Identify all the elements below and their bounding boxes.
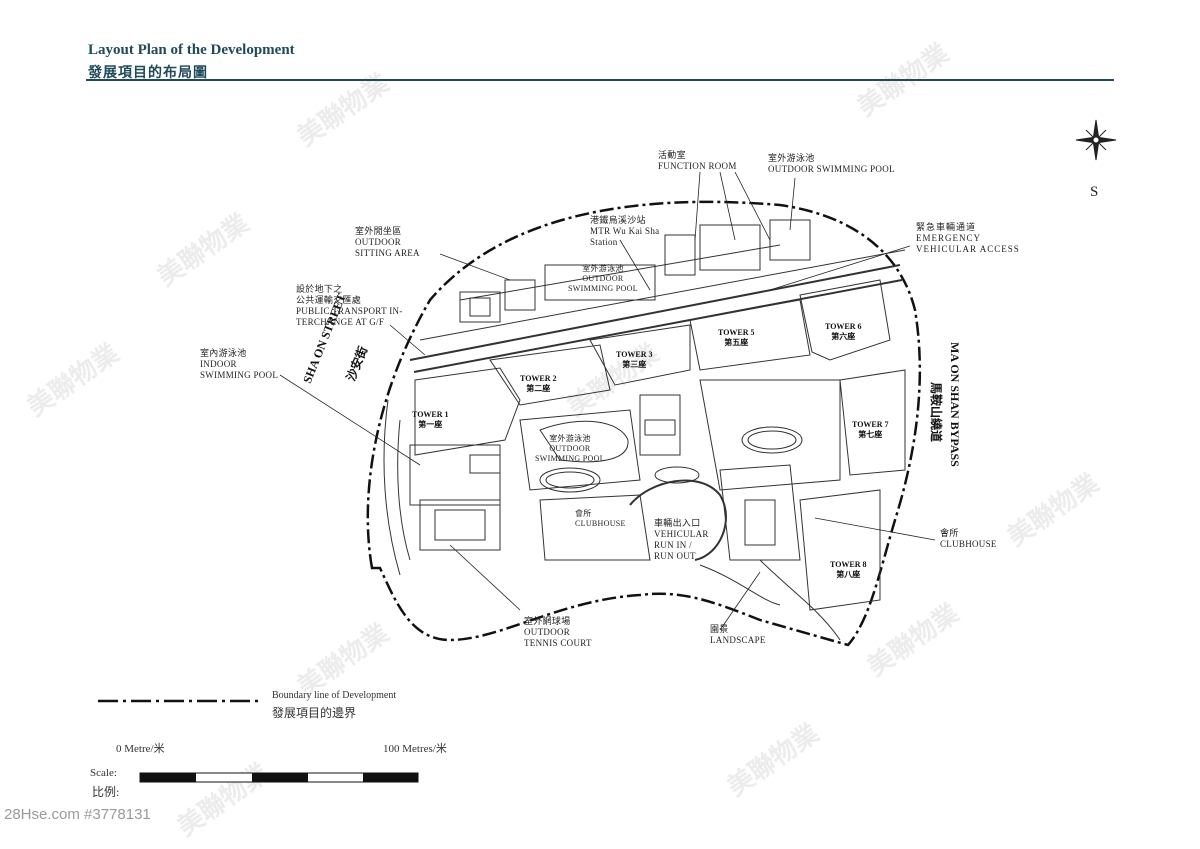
label-landscape: 園景 LANDSCAPE (710, 624, 766, 645)
legend-boundary-label: Boundary line of Development (272, 690, 397, 701)
scale-label-zh: 比例: (92, 785, 120, 799)
page-title-zh: 發展項目的布局圖 (88, 66, 208, 81)
title-divider (86, 79, 1114, 81)
leader-lines (279, 171, 936, 631)
label-function-room: 活動室 FUNCTION ROOM (658, 150, 737, 171)
legend-boundary-label-zh: 發展項目的邊界 (272, 706, 357, 720)
label-inner-pool-center: 室外游泳池 OUTDOOR SWIMMING POOL (535, 434, 605, 463)
site-structures (383, 219, 906, 641)
label-public-transport: 設於地下之 公共運輸交匯處 PUBLIC TRANSPORT IN- TERCH… (296, 284, 403, 327)
compass-direction: S (1090, 184, 1099, 200)
label-emergency-access: 緊急車輛通道 EMERGENCY VEHICULAR ACCESS (916, 222, 1020, 254)
road-ma-on-shan-bypass-zh: 馬鞍山繞道 (929, 382, 943, 443)
compass-icon (1075, 119, 1117, 161)
label-inner-pool-north: 室外游泳池 OUTDOOR SWIMMING POOL (568, 264, 638, 293)
label-clubhouse-right: 會所 CLUBHOUSE (940, 528, 997, 549)
source-footer: 28Hse.com #3778131 (4, 806, 151, 823)
page-title: Layout Plan of the Development (88, 42, 295, 58)
scale-zero-label: 0 Metre/米 (116, 743, 165, 755)
label-outdoor-sitting: 室外閒坐區 OUTDOOR SITTING AREA (355, 226, 420, 258)
label-tennis-court: 室外網球場 OUTDOOR TENNIS COURT (524, 616, 592, 648)
scale-hundred-label: 100 Metres/米 (383, 743, 447, 755)
label-clubhouse-inner: 會所 CLUBHOUSE (575, 509, 626, 528)
label-outdoor-pool-top: 室外游泳池 OUTDOOR SWIMMING POOL (768, 153, 895, 174)
label-indoor-pool: 室內游泳池 INDOOR SWIMMING POOL (200, 348, 279, 380)
boundary-line (366, 200, 922, 647)
label-mtr-station: 港鐵烏溪沙站 MTR Wu Kai Sha Station (590, 215, 660, 247)
label-vehicular-run-in: 車輛出入口 VEHICULAR RUN IN / RUN OUT (654, 518, 709, 561)
road-ma-on-shan-bypass: MA ON SHAN BYPASS (948, 342, 962, 467)
scale-bar (139, 772, 419, 783)
scale-label: Scale: (90, 767, 117, 779)
